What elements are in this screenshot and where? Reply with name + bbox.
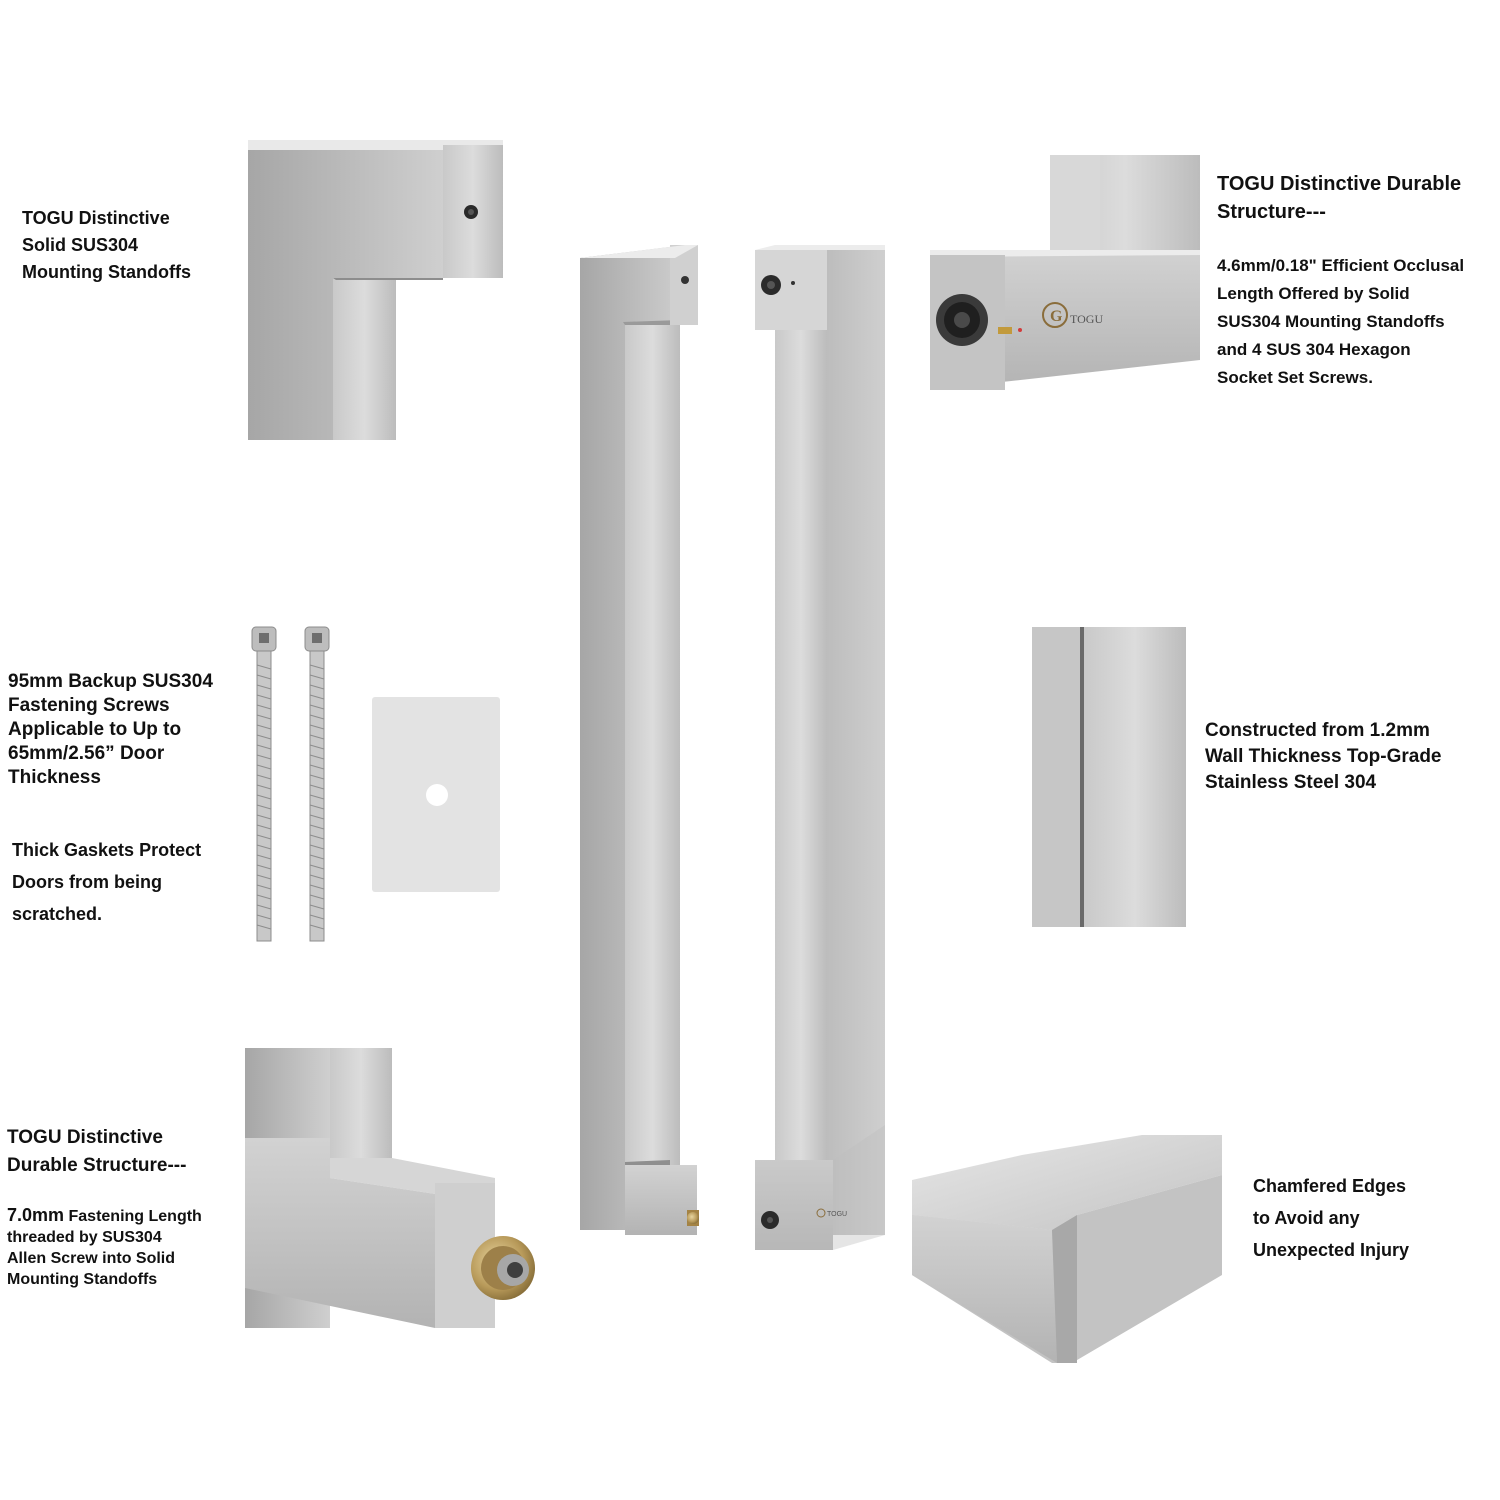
caption-line: Fastening Screws <box>8 695 170 716</box>
caption-line: 65mm/2.56” Door <box>8 743 165 764</box>
caption-line: Unexpected Injury <box>1253 1240 1410 1260</box>
caption-line: TOGU Distinctive <box>22 208 170 228</box>
caption-line: 95mm Backup SUS304 <box>8 671 213 692</box>
fastening-length-text: Fastening Length <box>64 1208 202 1225</box>
caption-line: Chamfered Edges <box>1253 1176 1407 1196</box>
gaskets-caption: Thick Gaskets Protect Doors from being s… <box>12 834 201 930</box>
screw-icon <box>304 626 330 942</box>
backup-screws-image <box>245 625 345 945</box>
caption-line: Mounting Standoffs <box>22 262 191 282</box>
togu-logo-small-icon: TOGU <box>816 1208 847 1218</box>
chamfered-edges-image <box>912 1135 1222 1365</box>
caption-line: Wall Thickness Top-Grade <box>1205 746 1442 767</box>
caption-line: TOGU Distinctive Durable <box>1217 173 1462 195</box>
fastening-length-value: 7.0mm <box>7 1205 65 1225</box>
caption-line: to Avoid any <box>1253 1208 1360 1228</box>
togu-logo-icon: G TOGU <box>1042 302 1103 328</box>
caption-line: Mounting Standoffs <box>7 1271 158 1288</box>
caption-line: TOGU Distinctive <box>7 1127 163 1148</box>
wall-thickness-image <box>1032 627 1187 927</box>
caption-line: Thickness <box>8 767 101 788</box>
caption-line: 4.6mm/0.18" Efficient Occlusal <box>1217 256 1465 275</box>
caption-line: threaded by SUS304 <box>7 1229 162 1246</box>
caption-line: Allen Screw into Solid <box>7 1250 176 1267</box>
brass-nut-icon <box>687 1210 699 1226</box>
durable-structure-image: G TOGU <box>930 155 1205 390</box>
caption-line: SUS304 Mounting Standoffs <box>1217 312 1445 331</box>
caption-line: Durable Structure--- <box>7 1155 187 1176</box>
durable-structure-body: 4.6mm/0.18" Efficient Occlusal Length Of… <box>1217 252 1464 392</box>
caption-line: Structure--- <box>1217 201 1326 223</box>
screw-icon <box>251 626 277 942</box>
logo-text: TOGU <box>1070 312 1103 326</box>
chamfered-caption: Chamfered Edges to Avoid any Unexpected … <box>1253 1170 1409 1266</box>
standoff-caption: TOGU Distinctive Solid SUS304 Mounting S… <box>22 205 191 286</box>
door-handle-left-image <box>575 240 705 1240</box>
caption-line: Stainless Steel 304 <box>1205 772 1377 793</box>
caption-line: and 4 SUS 304 Hexagon <box>1217 340 1411 359</box>
durable-structure-title: TOGU Distinctive Durable Structure--- <box>1217 170 1461 226</box>
caption-line: Solid SUS304 <box>22 235 139 255</box>
caption-line: Socket Set Screws. <box>1217 368 1373 387</box>
caption-line: 7.0mm Fastening Length <box>7 1205 202 1227</box>
durable-structure-bottom-body: 7.0mm Fastening Length threaded by SUS30… <box>7 1205 202 1290</box>
caption-line: scratched. <box>12 904 103 924</box>
logo-text-small: TOGU <box>827 1211 847 1218</box>
fastening-closeup-image <box>245 1048 535 1328</box>
wall-thickness-caption: Constructed from 1.2mm Wall Thickness To… <box>1205 718 1442 796</box>
caption-line: Applicable to Up to <box>8 719 182 740</box>
logo-letter: G <box>1050 308 1063 325</box>
caption-line: Length Offered by Solid <box>1217 284 1410 303</box>
standoff-closeup-image <box>248 140 508 440</box>
backup-screws-caption: 95mm Backup SUS304 Fastening Screws Appl… <box>8 670 213 790</box>
brass-fastener-icon <box>471 1236 535 1300</box>
door-handle-right-image: TOGU <box>745 245 890 1255</box>
caption-line: Doors from being <box>12 872 163 892</box>
durable-structure-bottom-title: TOGU Distinctive Durable Structure--- <box>7 1124 186 1180</box>
caption-line: Constructed from 1.2mm <box>1205 720 1430 741</box>
gasket-image <box>372 697 502 893</box>
caption-line: Thick Gaskets Protect <box>12 840 202 860</box>
